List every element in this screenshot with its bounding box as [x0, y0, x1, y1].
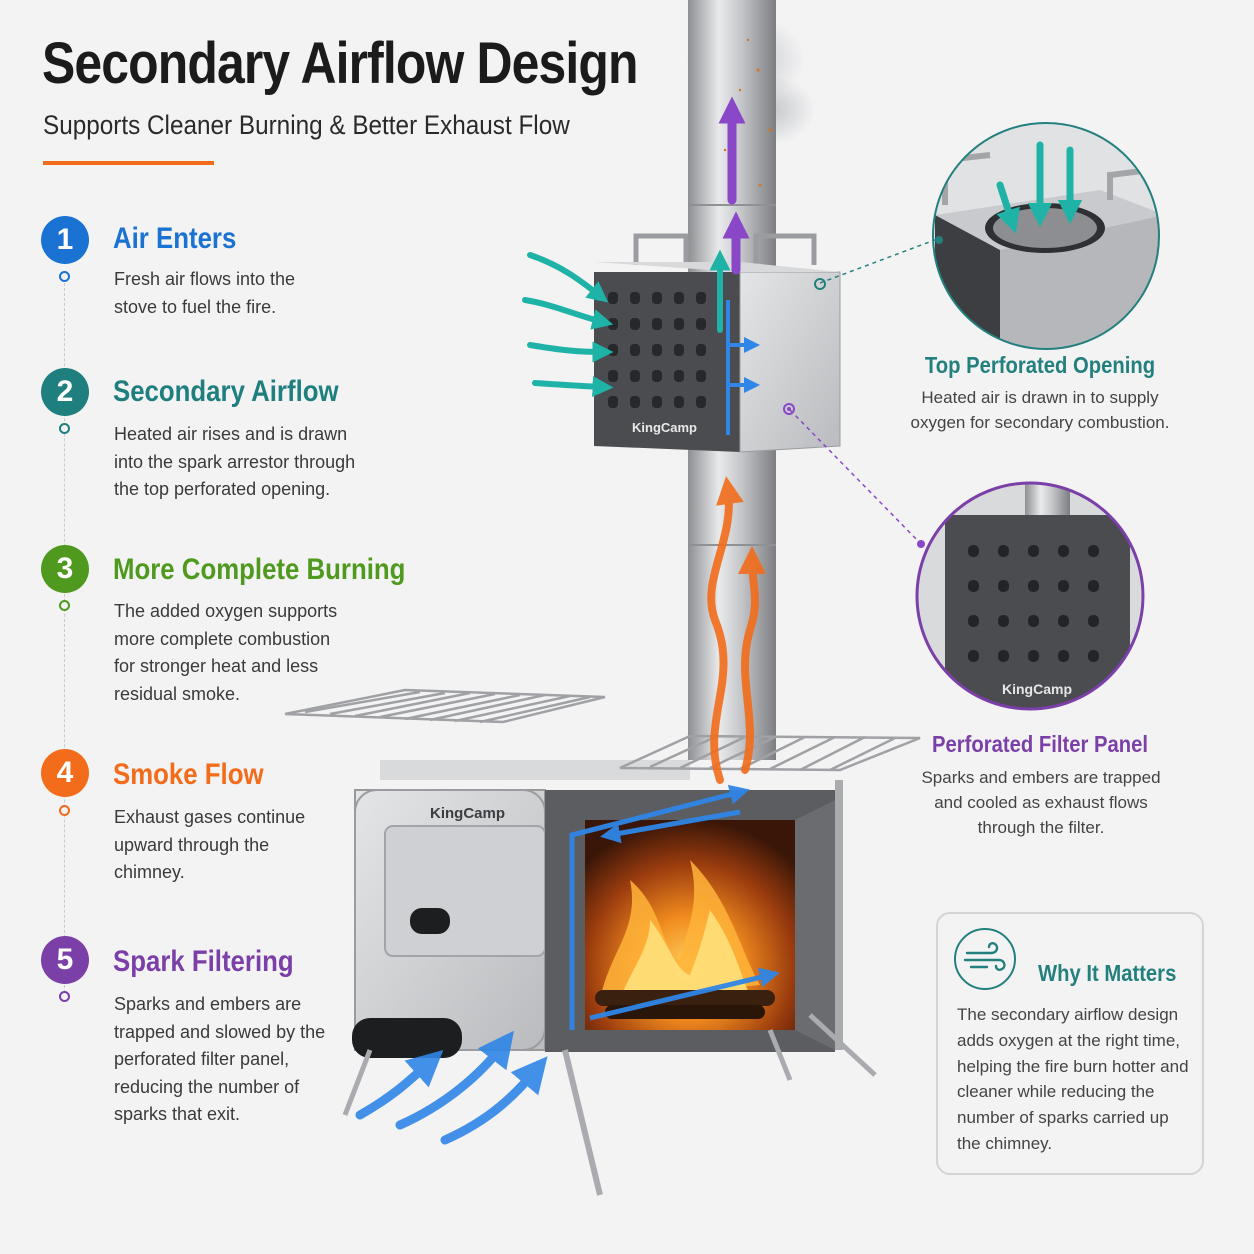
arrestor-inner-arrows — [726, 300, 760, 435]
firebox-airflow — [569, 784, 780, 1030]
smoke-flow-arrows — [707, 476, 767, 784]
step-1-number: 1 — [41, 216, 89, 264]
step-1-desc: Fresh air flows into the stove to fuel t… — [114, 269, 296, 317]
filter-panel-zoom: KingCamp — [917, 483, 1143, 709]
secondary-airflow-arrows — [522, 249, 731, 398]
step-2-desc: Heated air rises and is drawn into the s… — [114, 424, 356, 499]
top-opening-desc: Heated air is drawn in to supply oxygen … — [910, 388, 1170, 432]
filter-panel-title: Perforated Filter Panel — [932, 731, 1148, 757]
step-1-title: Air Enters — [113, 222, 237, 255]
left-shelf — [284, 688, 606, 724]
step-5-dot — [59, 991, 70, 1002]
step-4-desc: Exhaust gases continue upward through th… — [114, 807, 306, 882]
step-3-dot — [59, 600, 70, 611]
step-5-desc: Sparks and embers are trapped and slowed… — [114, 994, 326, 1124]
right-shelf — [619, 734, 921, 772]
step-2-title: Secondary Airflow — [113, 375, 339, 408]
step-4-number: 4 — [41, 749, 89, 797]
page-title: Secondary Airflow Design — [42, 31, 638, 96]
page-subtitle: Supports Cleaner Burning & Better Exhaus… — [43, 110, 570, 140]
step-4-title: Smoke Flow — [113, 758, 264, 791]
spark-arrestor: KingCamp — [594, 233, 841, 453]
filter-panel-desc: Sparks and embers are trapped and cooled… — [921, 768, 1161, 837]
step-2-number: 2 — [41, 368, 89, 416]
stove-body: KingCamp — [342, 760, 877, 1196]
step-4-dot — [59, 805, 70, 816]
filter-logo: KingCamp — [1002, 681, 1072, 697]
step-3-desc: The added oxygen supports more complete … — [114, 601, 338, 704]
step-3-title: More Complete Burning — [113, 553, 406, 586]
step-3-number: 3 — [41, 545, 89, 593]
exhaust-arrows — [718, 96, 750, 275]
why-it-matters-desc: The secondary airflow design adds oxygen… — [957, 1005, 1189, 1153]
timeline-line — [64, 283, 65, 998]
arrestor-logo: KingCamp — [632, 420, 697, 435]
top-opening-title: Top Perforated Opening — [924, 352, 1156, 378]
step-5-title: Spark Filtering — [113, 945, 294, 978]
step-1-dot — [59, 271, 70, 282]
stove-logo: KingCamp — [430, 805, 505, 822]
intake-arrows — [355, 1030, 548, 1145]
step-2-dot — [59, 423, 70, 434]
why-it-matters-title: Why It Matters — [1038, 960, 1177, 986]
step-5-number: 5 — [41, 936, 89, 984]
wind-icon — [954, 928, 1016, 990]
title-underline — [43, 161, 214, 165]
why-it-matters-card — [936, 912, 1204, 1175]
